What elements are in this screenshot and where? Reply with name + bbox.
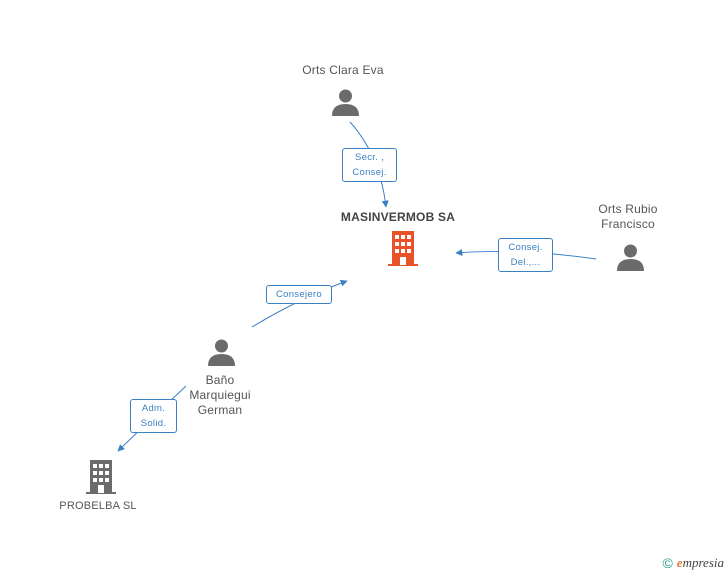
copyright-icon: ©: [662, 555, 673, 571]
company-name[interactable]: PROBELBA SL: [59, 500, 137, 512]
role-text: Solid.: [140, 418, 167, 429]
edge-label-clara-to-main: Secr. , Consej.: [342, 148, 397, 182]
person-icon[interactable]: [332, 89, 359, 117]
role-text: Consejero: [275, 289, 322, 300]
person-name-line[interactable]: Francisco: [601, 217, 655, 231]
person-name-line[interactable]: German: [197, 403, 243, 417]
person-icon[interactable]: [617, 244, 644, 272]
role-text: Consej.: [352, 167, 387, 178]
company-name[interactable]: MASINVERMOB SA: [340, 210, 456, 224]
edge-label-bano-to-sub: Adm. Solid.: [130, 399, 177, 433]
person-name-line[interactable]: Baño: [205, 373, 235, 387]
person-name[interactable]: Orts Clara Eva: [302, 63, 384, 77]
company-label-sub[interactable]: PROBELBA SL: [48, 499, 148, 514]
person-icon[interactable]: [208, 339, 235, 367]
role-text: Secr. ,: [354, 152, 385, 163]
role-text: Consej.: [508, 242, 543, 253]
edge-label-bano-to-main: Consejero: [266, 285, 332, 304]
edge-label-rubio-to-main: Consej. Del.,...: [498, 238, 553, 272]
person-name-line[interactable]: Orts Rubio: [598, 202, 658, 216]
person-label-bano[interactable]: Baño Marquiegui German: [170, 373, 270, 418]
person-name-line[interactable]: Marquiegui: [189, 388, 251, 402]
role-text: Adm.: [141, 403, 166, 414]
person-label-orts-clara[interactable]: Orts Clara Eva: [283, 63, 403, 78]
role-text: Del.,...: [510, 257, 541, 268]
person-label-orts-rubio[interactable]: Orts Rubio Francisco: [578, 202, 678, 232]
brand-name: empresia: [676, 555, 724, 570]
brand-watermark: © empresia: [662, 555, 724, 571]
building-icon[interactable]: [388, 231, 418, 266]
building-icon[interactable]: [86, 460, 116, 494]
company-label-main[interactable]: MASINVERMOB SA: [328, 210, 468, 225]
